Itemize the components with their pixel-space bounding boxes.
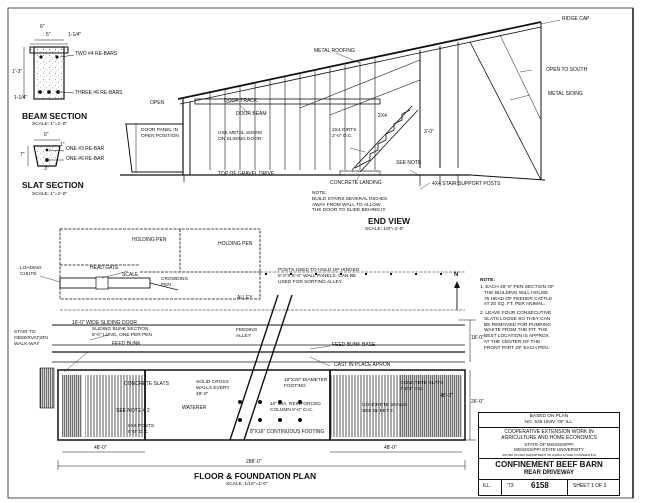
- year-label: '73: [507, 483, 514, 489]
- apron-label: CAST IN PLACE APRON: [334, 362, 391, 368]
- concrete-slats-right-label: CONCRETE SLATS 7-1/4" O.C.: [400, 381, 444, 392]
- holding-pen-1-label: HOLDING PEN: [132, 237, 167, 243]
- door-track-label: DOOR TRACK: [224, 98, 258, 104]
- scale-label: SCALE: [122, 272, 139, 278]
- note-1: 1. EACH 48'-0" PEN SECTION OF THE BUILDI…: [480, 285, 555, 308]
- stair-width-label: 3'-0": [424, 129, 434, 135]
- open-to-south-label: OPEN TO SOUTH: [546, 67, 588, 73]
- slat-section-drawing: [27, 139, 65, 167]
- sliding-door-label: 16'-0" WIDE SLIDING DOOR: [72, 320, 137, 326]
- metal-roofing-label: METAL ROOFING: [314, 48, 355, 54]
- slat-section-title: SLAT SECTION: [22, 180, 84, 190]
- metal-siding-label: METAL SIDING: [548, 91, 583, 97]
- concrete-beams-label: CONCRETE BEAMS SEE SHEET 2: [362, 403, 408, 414]
- beam-section-title: BEAM SECTION: [22, 111, 88, 121]
- origin-label: ILL.: [483, 483, 492, 489]
- beam-section-scale: SCALE: 1"=1'-0": [32, 122, 68, 127]
- dim-48-left: 48'-0": [94, 445, 107, 451]
- feed-bunk-base-label: FEED BUNK BASE: [332, 342, 376, 348]
- end-view-title: END VIEW: [368, 216, 411, 226]
- drawing-title: CONFINEMENT BEEF BARN: [495, 460, 603, 469]
- posts-6x6-label: 6x6 POSTS 8'-0" O.C.: [128, 424, 155, 435]
- service-line-2: AGRICULTURE AND HOME ECONOMICS: [501, 435, 597, 441]
- see-note-label: SEE NOTE: [396, 160, 422, 166]
- girts-spacing-label: 2x4 GIRTS 2'-0" O.C.: [332, 128, 357, 139]
- beam-rebar-top: TWO #4 RE-BARS: [75, 51, 118, 57]
- loading-chute-label: LOADING CHUTE: [20, 266, 42, 277]
- beam-dim-web: 5": [46, 32, 51, 38]
- slat-rebar-bottom: ONE #6 RE-BAR: [66, 156, 105, 162]
- use-metal-siding-label: USE METAL SIDING ON SLIDING DOOR: [218, 131, 263, 142]
- ridge-cap-label: RIDGE CAP: [562, 16, 590, 22]
- end-view-scale: SCALE: 1/8"=1'-0": [365, 227, 405, 232]
- state-line-2: MISSISSIPPI STATE UNIVERSITY: [513, 447, 585, 452]
- drawing-number: 6158: [531, 481, 549, 490]
- concrete-slats-left-label: CONCRETE SLATS: [124, 381, 169, 387]
- dim-48-right: 48'-0": [384, 445, 397, 451]
- bunk-section-label: SLIDING BUNK SECTION 8'-0" LONG, ONE PER…: [92, 327, 152, 338]
- end-view-drawing: [120, 19, 561, 190]
- continuous-footing-label: 8"x16" CONTINUOUS FOOTING: [250, 429, 325, 435]
- beam-section-drawing: [23, 39, 75, 100]
- slat-dim-bottom: 3": [44, 166, 49, 172]
- note-2: 2. LEAVE FOUR CONSECUTIVE SLATS LOOSE SO…: [480, 311, 552, 351]
- beam-rebar-bottom: THREE #6 RE-BARS: [75, 90, 123, 96]
- north-arrow-icon: [454, 281, 460, 310]
- slat-rebar-top: ONE #3 RE-BAR: [66, 146, 105, 152]
- alley-label: ALLEY: [237, 295, 253, 301]
- sheet-number: SHEET 1 OF 3: [573, 483, 607, 489]
- floor-plan-scale: SCALE: 1/16"=1'-0": [226, 482, 268, 487]
- feeding-alley-label: FEEDING ALLEY: [236, 328, 258, 339]
- service-line-1: COOPERATIVE EXTENSION WORK IN: [504, 429, 594, 435]
- north-label: N: [454, 272, 459, 278]
- end-view-note: NOTE: BUILD STAIRS SEVERAL INCHES AWAY F…: [312, 191, 388, 214]
- waterer-label: WATERER: [182, 405, 207, 411]
- head-gate-label: HEAD GATE: [90, 265, 119, 271]
- floor-plan-title: FLOOR & FOUNDATION PLAN: [194, 471, 317, 481]
- drawing-subtitle: REAR DRIVEWAY: [523, 470, 575, 476]
- top-gravel-drive-label: TOP OF GRAVEL DRIVE: [218, 171, 275, 177]
- slat-dim-a: 1": [60, 142, 65, 148]
- columns-label: 10" DIA. REINFORCED COLUMN 8'-0" O.C.: [270, 402, 321, 413]
- floor-plan-drawing: [39, 228, 476, 470]
- beam-dim-top: 6": [40, 24, 45, 30]
- stair-walkway-label: STAIR TO OBSERVATION WALK-WAY: [14, 330, 48, 347]
- roof-line: [177, 21, 542, 100]
- door-panel-label: DOOR PANEL IN OPEN POSITION: [141, 128, 179, 139]
- dim-288: 288'-0": [246, 459, 262, 465]
- stair-posts-label: 4x4 STAIR SUPPORT POSTS: [432, 181, 501, 187]
- beam-dim-flange: 1-1/4": [68, 32, 82, 38]
- dim-26: 26'-0": [471, 399, 484, 405]
- feed-bunk-label: FEED BUNK: [112, 341, 141, 347]
- slat-dim-top: 6": [44, 132, 49, 138]
- dim-48-vert: 48'-0": [440, 393, 453, 399]
- door-beam-label: DOOR BEAM: [236, 111, 267, 117]
- posts-note-label: POSTS USED TO HOLD UP HINGED 8'-0"x 6'-0…: [278, 268, 360, 285]
- crowding-pen-label: CROWDING PEN: [161, 277, 189, 288]
- open-label: OPEN: [150, 100, 165, 106]
- dim-18: 18'-0": [471, 335, 484, 341]
- state-line-1: STATE OF MISSISSIPPI: [524, 442, 574, 447]
- concrete-landing-label: CONCRETE LANDING: [330, 180, 382, 186]
- girts-size-label: 2x4: [378, 113, 387, 119]
- fine-print: UNITED STATES DEPARTMENT OF AGRICULTURE …: [501, 453, 597, 457]
- solid-cross-walls-label: SOLID CROSS WALLS EVERY 48'-0": [196, 380, 230, 397]
- based-on-label: BASED ON PLAN: [529, 414, 569, 419]
- beam-dim-height: 1'-3": [12, 69, 22, 75]
- plan-number-label: NO. 545 UNIV. OF ILL.: [524, 420, 574, 425]
- slat-dim-height: 7": [20, 152, 25, 158]
- beam-dim-bottom: 1-1/4": [14, 95, 28, 101]
- title-block: BASED ON PLAN NO. 545 UNIV. OF ILL. COOP…: [478, 412, 620, 496]
- see-note-2-label: SEE NOTE # 2: [116, 408, 150, 414]
- slat-section-scale: SCALE: 1"=1'-0": [32, 192, 68, 197]
- holding-pen-2-label: HOLDING PEN: [218, 241, 253, 247]
- column-footing-label: 10"x20" DIAMETER FOOTING: [284, 378, 328, 389]
- notes-heading: NOTE:: [480, 278, 495, 283]
